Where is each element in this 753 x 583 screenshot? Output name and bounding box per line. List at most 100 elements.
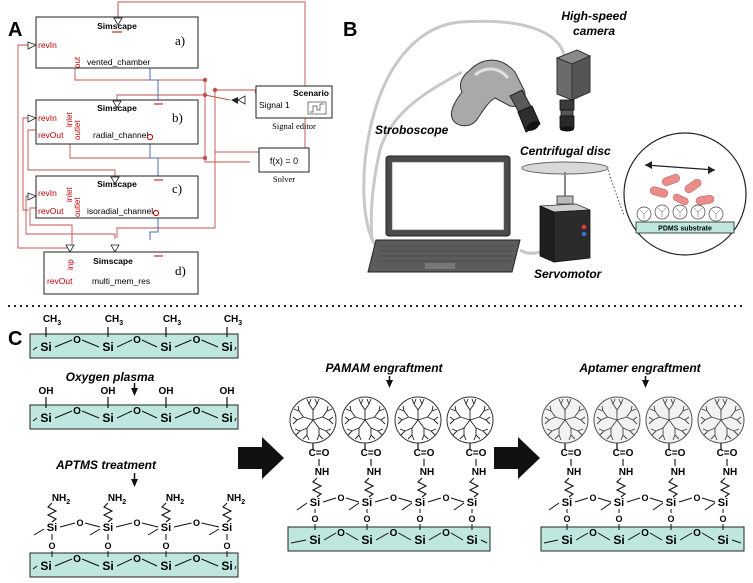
- carbonyl-pamam: C=O: [466, 448, 487, 459]
- simscape-block-a[interactable]: Simscape revIn out a) vented_chamber: [27, 16, 199, 69]
- dendrimer-aptamer: [593, 396, 641, 444]
- process-arrow-1: [238, 437, 284, 479]
- slab-methyl-si: Si: [160, 340, 171, 354]
- slab-aptms-si: Si: [160, 559, 171, 573]
- panel-label-a: A: [8, 19, 22, 41]
- slab-aptms-o: O: [73, 554, 81, 565]
- si-pamam: Si: [310, 497, 320, 509]
- block-c-port-outlet: outlet: [73, 197, 82, 217]
- label-high-speed-camera-1: High-speed: [561, 9, 627, 23]
- aptms-o-bridge: O: [193, 518, 200, 528]
- slab-aptamer: [540, 526, 745, 552]
- slab-hydroxyl-si: Si: [40, 411, 51, 425]
- block-d-port-inp: inp: [66, 259, 75, 270]
- dendrimer-pamam: [394, 396, 442, 444]
- block-b-port-revout: revOut: [38, 130, 64, 140]
- simscape-block-c[interactable]: Simscape revIn inlet revOut outlet c) is…: [27, 175, 199, 219]
- junction-dots: [202, 77, 218, 161]
- stroboscope-device: [450, 59, 541, 133]
- group-oh: OH: [101, 386, 116, 397]
- o-pamam: O: [363, 514, 370, 524]
- solver-caption: Solver: [273, 174, 295, 184]
- alkyl-chain-pamam: [311, 477, 323, 498]
- alkyl-chain: [221, 502, 233, 523]
- slab-pamam-si: Si: [309, 533, 320, 547]
- simscape-block-d[interactable]: Simscape inp revOut d) multi_mem_res: [43, 244, 199, 295]
- block-b-port-outlet: outlet: [73, 120, 82, 140]
- o-bridge-pamam: O: [390, 493, 397, 503]
- slab-pamam-o: O: [390, 528, 398, 539]
- block-a-port-out: out: [73, 56, 82, 68]
- group-oh: OH: [220, 386, 235, 397]
- o-bridge-aptamer: O: [693, 493, 700, 503]
- o-pamam: O: [311, 514, 318, 524]
- block-b-header: Simscape: [97, 103, 137, 113]
- step-label-oxygen-plasma: Oxygen plasma: [66, 370, 155, 384]
- amide-nh-aptamer: NH: [567, 467, 581, 478]
- block-c-port-revout: revOut: [38, 206, 64, 216]
- slab-pamam-o: O: [442, 528, 450, 539]
- slab-aptms-o: O: [133, 554, 141, 565]
- label-stroboscope: Stroboscope: [375, 123, 449, 137]
- scenario-block[interactable]: Scenario Signal 1 Signal editor: [231, 85, 333, 131]
- slab-pamam-si: Si: [361, 533, 372, 547]
- block-d-port-revout: revOut: [47, 276, 73, 286]
- group-ch3: CH3: [43, 314, 61, 327]
- aptms-si: Si: [47, 522, 57, 534]
- simscape-block-b[interactable]: Simscape revIn inlet revOut outlet b) ra…: [27, 99, 199, 145]
- group-oh: OH: [39, 386, 54, 397]
- servomotor-device: [539, 195, 591, 263]
- si-pamam: Si: [415, 497, 425, 509]
- group-nh2: NH2: [52, 493, 70, 506]
- slab-aptms-si: Si: [221, 559, 232, 573]
- group-nh2: NH2: [166, 493, 184, 506]
- step-label-aptamer: Aptamer engraftment: [578, 361, 701, 375]
- block-b-port-revin: revIn: [38, 113, 57, 123]
- solver-expression: f(x) = 0: [270, 156, 298, 166]
- carbonyl-pamam: C=O: [414, 448, 435, 459]
- panel-label-b: B: [343, 19, 357, 41]
- o-bridge-pamam: O: [442, 493, 449, 503]
- alkyl-chain-pamam: [363, 477, 375, 498]
- aptms-o-bridge: O: [133, 518, 140, 528]
- o-pamam: O: [468, 514, 475, 524]
- carbonyl-aptamer: C=O: [665, 448, 686, 459]
- amide-nh-aptamer: NH: [619, 467, 633, 478]
- alkyl-chain-aptamer: [667, 477, 679, 498]
- slab-methyl-o: O: [73, 335, 81, 346]
- slab-hydroxyl-o: O: [73, 406, 81, 417]
- o-aptamer: O: [563, 514, 570, 524]
- dendrimer-aptamer: [541, 396, 589, 444]
- slab-hydroxyl-o: O: [133, 406, 141, 417]
- process-arrow-2: [494, 437, 540, 479]
- slab-aptms-si: Si: [102, 559, 113, 573]
- slab-hydroxyl-o: O: [193, 406, 201, 417]
- group-nh2: NH2: [227, 493, 245, 506]
- block-a-tag: a): [175, 33, 185, 48]
- o-bridge-aptamer: O: [589, 493, 596, 503]
- block-a-name: vented_chamber: [87, 57, 150, 67]
- o-bridge-pamam: O: [337, 493, 344, 503]
- amide-nh-aptamer: NH: [671, 467, 685, 478]
- block-c-port-revin: revIn: [38, 188, 57, 198]
- block-b-port-inlet: inlet: [65, 112, 74, 127]
- amide-nh-pamam: NH: [420, 467, 434, 478]
- block-c-tag: c): [172, 181, 182, 196]
- group-ch3: CH3: [163, 314, 181, 327]
- aptms-si: Si: [161, 522, 171, 534]
- slab-aptamer-si: Si: [561, 533, 572, 547]
- aptms-o: O: [223, 541, 230, 551]
- block-d-tag: d): [175, 263, 186, 278]
- slab-methyl: [29, 333, 239, 359]
- aptms-si: Si: [103, 522, 113, 534]
- si-aptamer: Si: [562, 497, 572, 509]
- block-c-port-inlet: inlet: [65, 187, 74, 202]
- step-label-pamam: PAMAM engraftment: [325, 361, 443, 375]
- alkyl-chain: [160, 502, 172, 523]
- solver-block[interactable]: f(x) = 0 Solver: [258, 147, 310, 184]
- o-pamam: O: [416, 514, 423, 524]
- group-nh2: NH2: [108, 493, 126, 506]
- amide-nh-pamam: NH: [367, 467, 381, 478]
